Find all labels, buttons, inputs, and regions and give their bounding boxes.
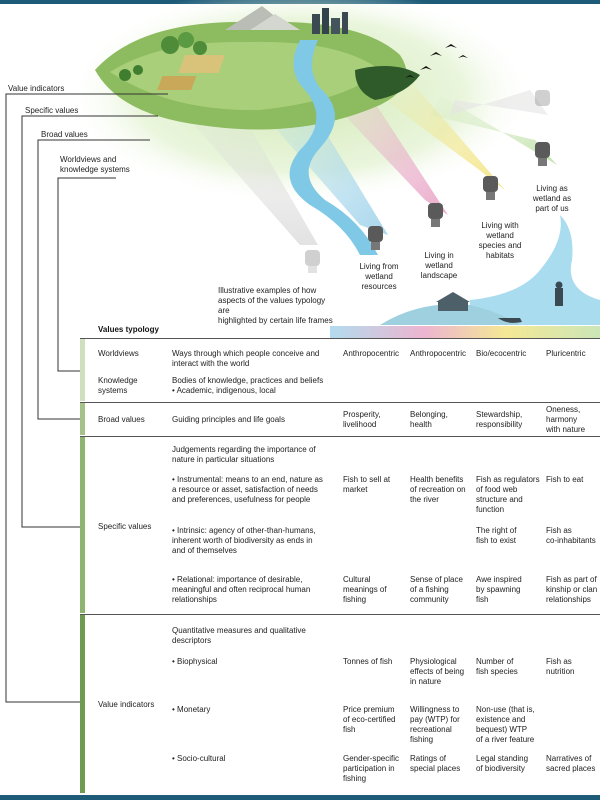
table-title: Values typology — [98, 325, 159, 334]
rule-2 — [80, 436, 600, 437]
life-frame-3: Living with wetland species and habitats — [478, 221, 522, 260]
desc-biophysical: • Biophysical — [172, 657, 218, 666]
cell-monetary-3: Non-use (that is, existence and bequest)… — [476, 705, 535, 744]
cell-worldviews-3: Bio/ecocentric — [476, 349, 527, 358]
life-frame-2: Living in wetland landscape — [420, 251, 458, 280]
cell-broad-2: Belonging, health — [410, 410, 448, 429]
cell-relational-4: Fish as part of kinship or clan relation… — [546, 575, 598, 604]
cell-instrumental-4: Fish to eat — [546, 475, 584, 484]
cell-sociocultural-2: Ratings of special places — [410, 754, 461, 773]
cell-worldviews-2: Anthropocentric — [410, 349, 467, 358]
cell-broad-3: Stewardship, responsibility — [476, 410, 523, 429]
cell-relational-1: Cultural meanings of fishing — [343, 575, 387, 604]
cell-sociocultural-3: Legal standing of biodiversity — [476, 754, 529, 773]
desc-intrinsic: • Intrinsic: agency of other-than-humans… — [172, 526, 316, 555]
label-value-indicators: Value indicators — [8, 84, 65, 93]
label-worldviews-knowledge: Worldviews and knowledge systems — [60, 155, 130, 174]
rule-3 — [80, 614, 600, 615]
lamp-gray — [305, 250, 320, 273]
cell-relational-2: Sense of place of a fishing community — [410, 575, 463, 604]
desc-monetary: • Monetary — [172, 705, 211, 714]
label-broad-values: Broad values — [41, 130, 88, 139]
cell-biophysical-4: Fish as nutrition — [546, 657, 575, 676]
label-specific-values: Specific values — [25, 106, 79, 115]
spectrum-strip — [330, 326, 600, 338]
lamp-4 — [535, 142, 550, 166]
desc-broad: Guiding principles and life goals — [172, 415, 285, 424]
row-label-specific: Specific values — [98, 522, 152, 531]
life-frame-4: Living as wetland as part of us — [532, 184, 572, 213]
lamp-1 — [368, 226, 383, 250]
cell-biophysical-3: Number of fish species — [476, 657, 518, 676]
cell-broad-1: Prosperity, livelihood — [343, 410, 381, 429]
life-frame-1: Living from wetland resources — [359, 262, 399, 291]
lamp-3 — [483, 176, 498, 200]
cell-monetary-2: Willingness to pay (WTP) for recreationa… — [410, 705, 460, 744]
beam-green — [430, 95, 557, 165]
cell-intrinsic-3: The right of fish to exist — [476, 526, 517, 545]
beam-yellow — [385, 80, 505, 190]
band-worldviews — [80, 339, 85, 401]
cell-biophysical-1: Tonnes of fish — [343, 657, 393, 666]
cell-sociocultural-4: Narratives of sacred places — [546, 754, 596, 773]
lamp-top — [535, 90, 550, 106]
beam-pink — [330, 80, 448, 215]
cell-broad-4: Oneness, harmony with nature — [546, 405, 586, 434]
cell-biophysical-2: Physiological effects of being in nature — [410, 657, 465, 686]
rule-1 — [80, 402, 600, 403]
cell-sociocultural-1: Gender-specific participation in fishing — [343, 754, 400, 783]
rule-top — [80, 338, 600, 339]
lamp-2 — [428, 203, 443, 227]
cell-worldviews-4: Pluricentric — [546, 349, 586, 358]
river — [289, 40, 378, 255]
desc-knowledge: Bodies of knowledge, practices and belie… — [172, 376, 324, 395]
band-indicators — [80, 615, 85, 793]
row-label-worldviews: Worldviews — [98, 349, 139, 358]
desc-worldviews: Ways through which people conceive and i… — [172, 349, 320, 368]
desc-indicators-intro: Quantitative measures and qualitative de… — [172, 626, 306, 645]
desc-specific-intro: Judgements regarding the importance of n… — [172, 445, 316, 464]
beam-gray — [190, 110, 318, 245]
row-label-indicators: Value indicators — [98, 700, 155, 709]
band-specific — [80, 437, 85, 613]
cell-instrumental-3: Fish as regulators of food web structure… — [476, 475, 540, 514]
cell-instrumental-1: Fish to sell at market — [343, 475, 391, 494]
bottom-border — [0, 795, 600, 800]
wetland-illustration — [65, 0, 600, 338]
cell-monetary-1: Price premium of eco-certified fish — [343, 705, 396, 734]
cell-worldviews-1: Anthropocentric — [343, 349, 400, 358]
desc-relational: • Relational: importance of desirable, m… — [172, 575, 311, 604]
desc-sociocultural: • Socio-cultural — [172, 754, 226, 763]
band-broad — [80, 403, 85, 435]
cell-intrinsic-4: Fish as co-inhabitants — [546, 526, 596, 545]
desc-instrumental: • Instrumental: means to an end, nature … — [172, 475, 323, 504]
caption-text: Illustrative examples of how aspects of … — [218, 286, 333, 325]
row-label-broad: Broad values — [98, 415, 145, 424]
cell-relational-3: Awe inspired by spawning fish — [476, 575, 522, 604]
row-label-knowledge: Knowledge systems — [98, 376, 138, 395]
wetland-water — [470, 215, 600, 325]
cell-instrumental-2: Health benefits of recreation on the riv… — [410, 475, 466, 504]
